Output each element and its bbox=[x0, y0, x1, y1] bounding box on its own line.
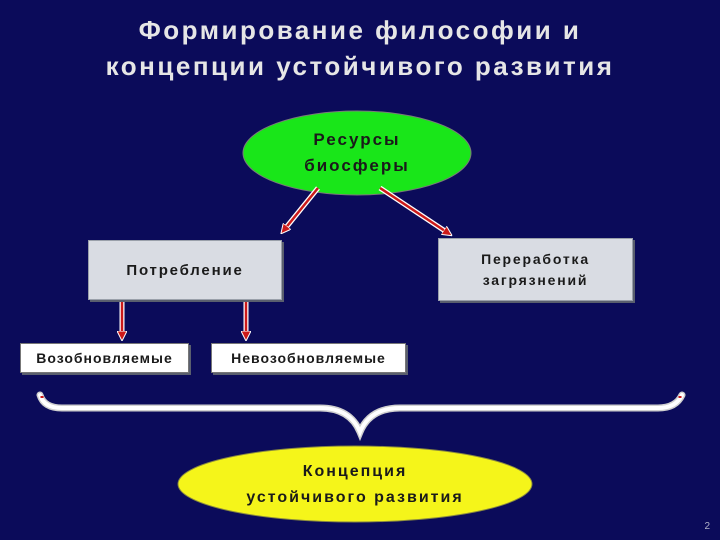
title-line-2: концепции устойчивого развития bbox=[105, 51, 615, 81]
pollution-line-1: Переработка bbox=[481, 250, 590, 267]
pollution-box: Переработка загрязнений bbox=[438, 238, 633, 301]
renewable-box: Возобновляемые bbox=[20, 343, 189, 373]
renewable-label: Возобновляемые bbox=[36, 350, 173, 366]
concept-node: Концепция устойчивого развития bbox=[195, 459, 515, 511]
concept-line-1: Концепция bbox=[302, 463, 408, 480]
title-line-1: Формирование философии и bbox=[138, 15, 582, 45]
concept-line-2: устойчивого развития bbox=[246, 489, 464, 506]
concept-oval bbox=[177, 445, 533, 523]
nonrenewable-label: Невозобновляемые bbox=[231, 350, 386, 366]
curly-brace bbox=[36, 391, 686, 442]
arrow-to-pollution bbox=[378, 185, 448, 233]
arrow-to-consumption bbox=[284, 186, 320, 230]
resources-line-1: Ресурсы bbox=[313, 130, 401, 149]
page-number: 2 bbox=[704, 521, 710, 532]
resources-oval bbox=[242, 110, 472, 196]
nonrenewable-box: Невозобновляемые bbox=[211, 343, 406, 373]
slide-title: Формирование философии и концепции устой… bbox=[0, 12, 720, 84]
consumption-box: Потребление bbox=[88, 240, 282, 300]
resources-node: Ресурсы биосферы bbox=[257, 127, 457, 179]
resources-line-2: биосферы bbox=[304, 156, 410, 175]
consumption-label: Потребление bbox=[126, 261, 244, 279]
pollution-line-2: загрязнений bbox=[482, 271, 589, 288]
